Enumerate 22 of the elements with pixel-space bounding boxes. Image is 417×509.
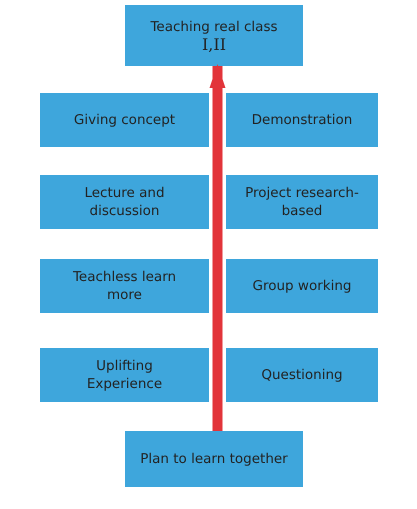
box-label: Teachless learn more: [72, 268, 178, 304]
box-label: Demonstration: [252, 111, 352, 129]
process-box: [40, 348, 209, 402]
box-label: Giving concept: [74, 111, 176, 129]
box-label: Questioning: [261, 366, 343, 384]
box-label: Lecture and discussion: [83, 184, 166, 220]
process-box: [226, 175, 378, 229]
process-box: [40, 93, 209, 147]
arrow: [210, 64, 226, 431]
box-sublabel: I,II: [202, 36, 226, 54]
box-label: Plan to learn together: [140, 450, 288, 468]
process-box: [125, 5, 303, 66]
process-box: [40, 175, 209, 229]
process-box: [226, 259, 378, 313]
box-label: Uplifting Experience: [86, 357, 164, 393]
process-box: [40, 259, 209, 313]
box-label: Teaching real class: [150, 18, 278, 36]
process-box: [226, 348, 378, 402]
box-label: Project research-based: [244, 184, 360, 220]
box-label: Group working: [252, 277, 352, 295]
process-box: [226, 93, 378, 147]
process-box: [125, 431, 303, 487]
